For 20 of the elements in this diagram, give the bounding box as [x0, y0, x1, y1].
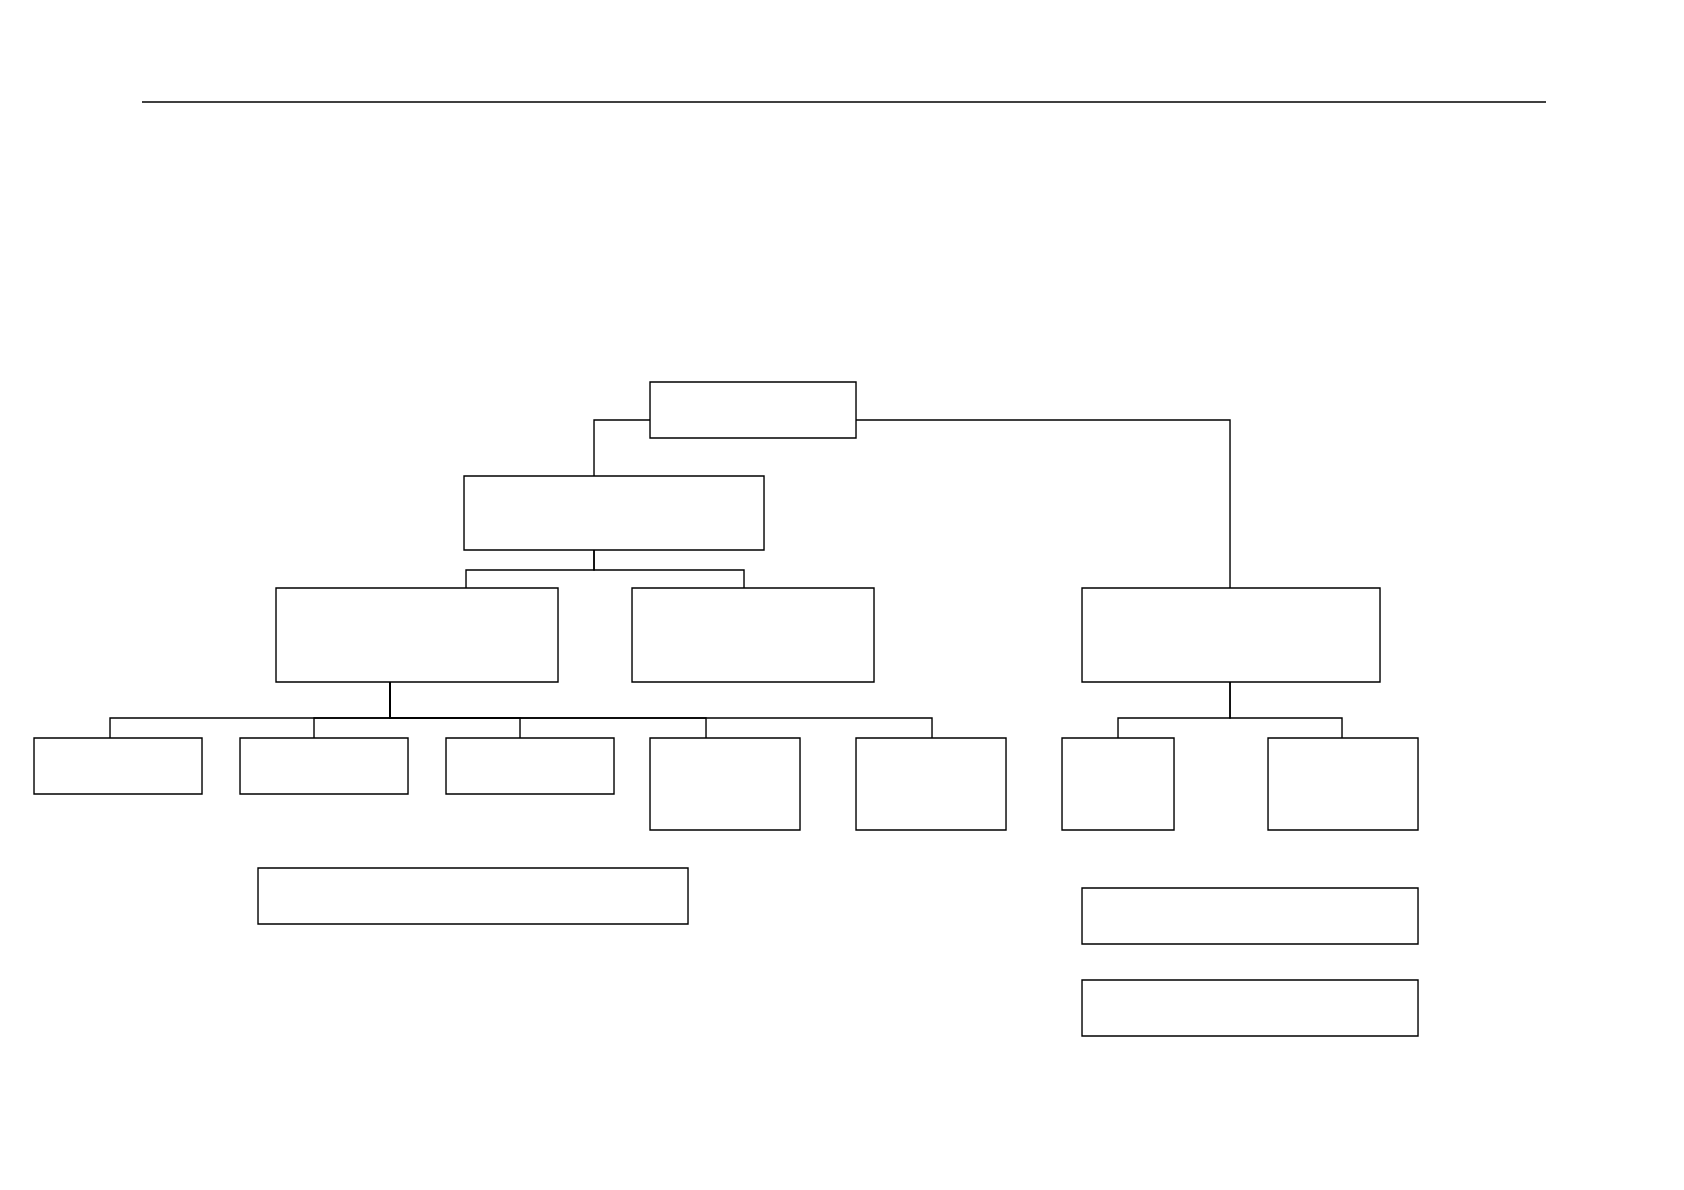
empty-box [1081, 887, 1419, 945]
empty-box [239, 737, 409, 795]
connector-line [593, 419, 651, 477]
connector-line [389, 681, 933, 739]
empty-box [257, 867, 689, 925]
empty-box [649, 381, 857, 439]
empty-box [1061, 737, 1175, 831]
empty-box [1267, 737, 1419, 831]
empty-box [33, 737, 203, 795]
empty-box [1081, 979, 1419, 1037]
empty-box [275, 587, 559, 683]
empty-box [1081, 587, 1381, 683]
empty-box [855, 737, 1007, 831]
empty-box [649, 737, 801, 831]
empty-box [631, 587, 875, 683]
connector-line [855, 419, 1231, 589]
connector-line [593, 549, 745, 589]
connector-line [1229, 681, 1343, 739]
empty-box [445, 737, 615, 795]
empty-box [463, 475, 765, 551]
